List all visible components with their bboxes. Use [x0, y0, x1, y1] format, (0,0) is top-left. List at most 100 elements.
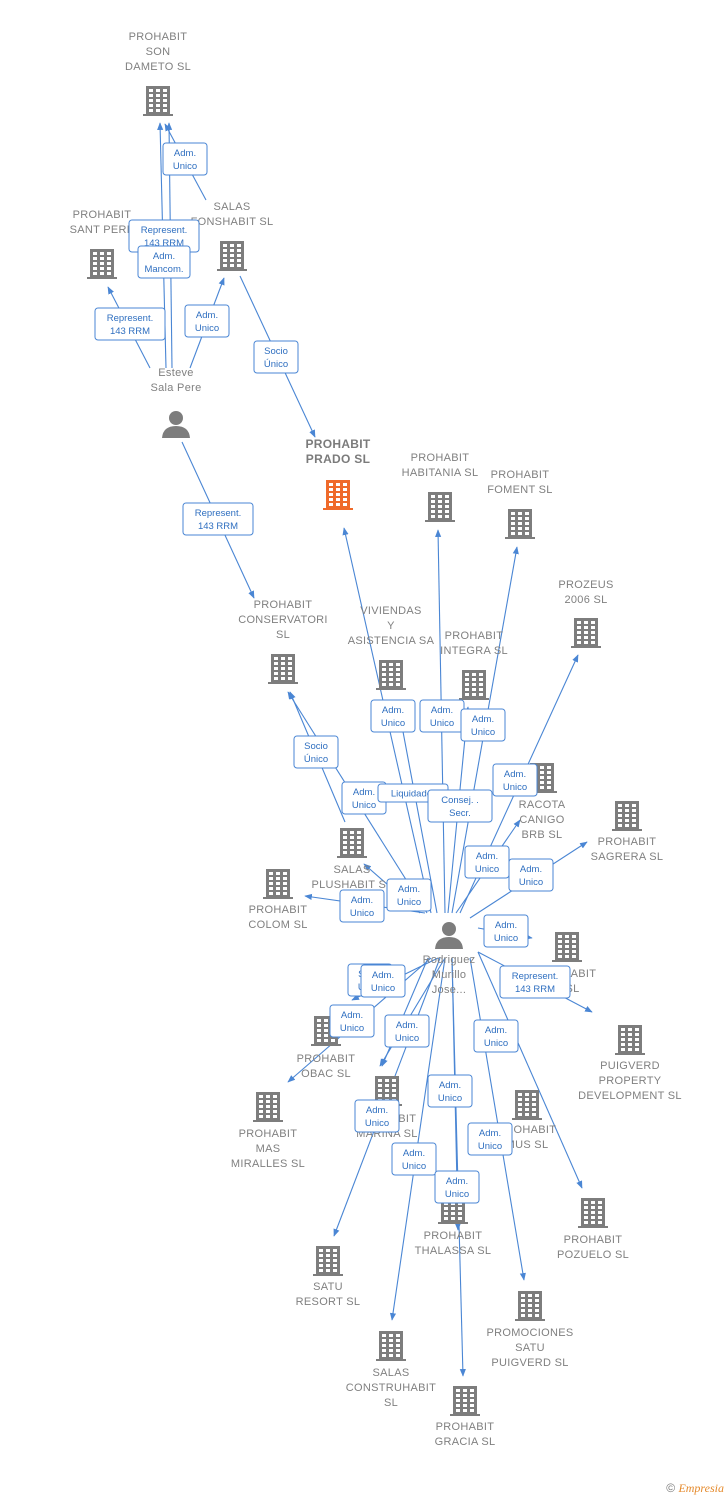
edge-label[interactable]: Adm.Unico: [329, 1004, 375, 1038]
node-label-line: PRADO SL: [306, 452, 370, 466]
edge-label[interactable]: Adm.Unico: [467, 1122, 513, 1156]
edge-label[interactable]: Adm.Unico: [427, 1074, 473, 1108]
node-label-line: INTEGRA SL: [440, 645, 508, 657]
edge-rodriguez-to-thalassa: [389, 957, 446, 1321]
building-icon: [217, 241, 247, 271]
edge-label-text: Represent.: [107, 313, 153, 324]
edge-rodriguez-to-satu_resort: [381, 957, 429, 1067]
edge-label-text: Adm.: [446, 1176, 468, 1187]
edge-label-text: Único: [304, 754, 328, 765]
edge-label[interactable]: Adm. Unico: [184, 304, 230, 338]
edge-label-text: Unico: [173, 161, 197, 172]
edge-label-text: Unico: [381, 718, 405, 729]
node-label-line: SANT PERE: [70, 224, 135, 236]
edge-label-text: Unico: [340, 1023, 364, 1034]
edge-label[interactable]: Adm.Unico: [339, 889, 385, 923]
edge-label[interactable]: Adm.Unico: [464, 845, 510, 879]
edge-label[interactable]: Adm.Mancom.: [137, 245, 191, 279]
edge-label[interactable]: Adm.Unico: [391, 1142, 437, 1176]
edge-label[interactable]: Adm.Unico: [370, 699, 416, 733]
edge-label[interactable]: Adm.Unico: [386, 878, 432, 912]
edge-label-text: Unico: [195, 323, 219, 334]
edge-label-text: 143 RRM: [110, 326, 150, 337]
edge-label-text: Unico: [365, 1118, 389, 1129]
node-label-line: PROHABIT: [249, 904, 308, 916]
edge-label-text: Represent.: [141, 225, 187, 236]
edge-label[interactable]: Adm.Unico: [384, 1014, 430, 1048]
edge-label-text: Adm.: [196, 310, 218, 321]
edge-label-text: Unico: [478, 1141, 502, 1152]
edge-label-text: Represent.: [195, 508, 241, 519]
node-label-line: RACOTA: [519, 799, 566, 811]
edge-label[interactable]: Adm.Unico: [354, 1099, 400, 1133]
node-label-line: ASISTENCIA SA: [348, 635, 435, 647]
node-label-line: PROHABIT: [73, 209, 132, 221]
node-label-line: FONSHABIT SL: [191, 216, 274, 228]
building-icon: [552, 932, 582, 962]
node-label-line: CONSERVATORI: [238, 614, 328, 626]
edge-label-text: Liquidador: [391, 789, 435, 800]
node-label-line: PROHABIT: [445, 630, 504, 642]
node-label-line: VIVIENDAS: [360, 605, 421, 617]
node-label-line: SL: [384, 1397, 398, 1409]
edge-label[interactable]: Adm.Unico: [460, 708, 506, 742]
edge-label-text: 143 RRM: [144, 238, 184, 249]
node-integra[interactable]: PROHABIT INTEGRA SL: [440, 630, 508, 700]
edge-label-text: Secr.: [449, 808, 471, 819]
edge-label[interactable]: Adm.Unico: [492, 763, 538, 797]
edge-label[interactable]: Adm.Unico: [473, 1019, 519, 1053]
building-icon: [376, 660, 406, 690]
node-label-line: PROHABIT: [239, 1128, 298, 1140]
edge-label-text: Unico: [430, 718, 454, 729]
edge-label-text: Adm.: [396, 1020, 418, 1031]
building-icon: [87, 249, 117, 279]
edge-label[interactable]: Represent. 143 RRM: [182, 502, 254, 536]
copyright-icon: ©: [666, 1481, 676, 1495]
building-icon: [571, 618, 601, 648]
edge-label[interactable]: Adm.Unico: [419, 699, 465, 733]
node-label-line: SATU: [313, 1281, 343, 1293]
node-label-line: MIRALLES SL: [231, 1158, 305, 1170]
edge-label[interactable]: Adm.Unico: [508, 858, 554, 892]
node-sagrera[interactable]: PROHABIT SAGRERA SL: [591, 801, 664, 863]
edge-label[interactable]: Represent. 143 RRM: [94, 307, 166, 341]
edge-label[interactable]: Adm.Unico: [162, 142, 208, 176]
edge-label-text: Adm.: [372, 970, 394, 981]
edge-label[interactable]: Represent.143 RRM: [499, 965, 571, 999]
node-rodriguez[interactable]: RodriguezMurilloJose...: [423, 922, 476, 996]
edge-label[interactable]: Adm. Unico: [360, 964, 406, 998]
node-label-line: PROHABIT: [598, 836, 657, 848]
edge-label[interactable]: Adm.Unico: [434, 1170, 480, 1204]
node-label-line: BRB SL: [522, 829, 563, 841]
building-icon: [578, 1198, 608, 1228]
edge-label[interactable]: Consej. .Secr.: [427, 789, 493, 823]
edge-label-text: Adm.: [476, 851, 498, 862]
footer-brand[interactable]: © Empresia: [666, 1481, 724, 1496]
edge-label-text: 143 RRM: [198, 521, 238, 532]
edge-label[interactable]: Adm.Unico: [483, 914, 529, 948]
edge-label-text: Unico: [371, 983, 395, 994]
node-sant_pere[interactable]: PROHABIT SANT PERE: [70, 209, 135, 279]
node-label-line: SAGRERA SL: [591, 851, 664, 863]
